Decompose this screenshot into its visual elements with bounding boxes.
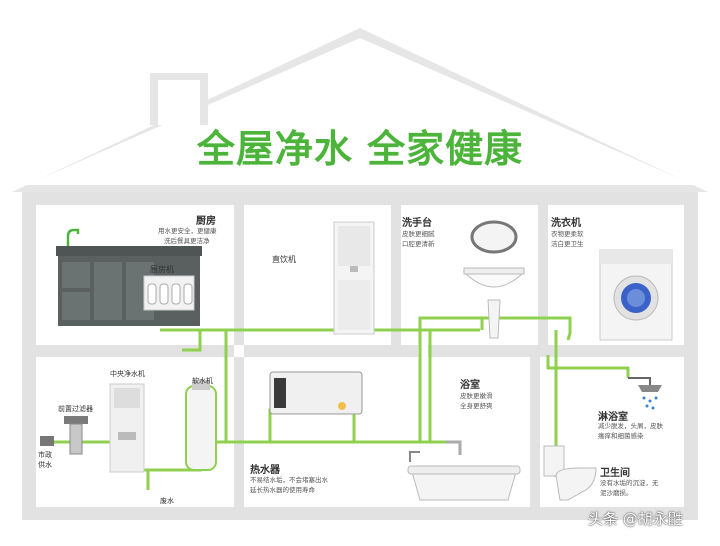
laundry-title: 洗衣机 xyxy=(551,218,581,229)
central-purifier-label: 中央净水机 xyxy=(110,370,145,378)
bath-desc-2: 全身更舒爽 xyxy=(460,402,493,410)
kitchen-cabinet xyxy=(56,228,202,326)
central-purifier-unit xyxy=(109,383,145,473)
laundry-desc-1: 衣物更柔软 xyxy=(551,230,584,238)
kitchen-purifier-label: 厨房机 xyxy=(150,265,174,274)
watermark: 头条 @胡永鼪 xyxy=(588,510,683,528)
heater-desc-2: 延长热水器的使用寿命 xyxy=(250,486,315,494)
toilet-desc-1: 没有水垢的沉淀，无 xyxy=(600,479,659,487)
kitchen-purifier-unit xyxy=(143,275,195,311)
heater-title: 热水器 xyxy=(250,465,280,476)
toilet xyxy=(543,445,597,501)
kitchen-title: 厨房 xyxy=(196,216,216,227)
toilet-title: 卫生间 xyxy=(600,468,630,479)
toilet-desc-2: 泥沙磨损。 xyxy=(600,489,633,497)
sink-title: 洗手台 xyxy=(402,218,432,229)
prefilter-label: 前置过滤器 xyxy=(58,405,93,413)
sink-desc-2: 口腔更清新 xyxy=(402,240,435,248)
shower-desc-1: 减少脱发，头屑，皮肤 xyxy=(598,422,663,430)
waste-water-label: 废水 xyxy=(160,497,174,505)
heater-desc-1: 不易结水垢，不会堵塞出水 xyxy=(250,476,328,484)
roof xyxy=(12,28,708,192)
drinking-machine-unit xyxy=(333,221,375,335)
prefilter-unit xyxy=(40,416,88,455)
softener-unit xyxy=(185,380,217,471)
bathtub xyxy=(407,440,521,501)
municipal-supply-label: 市政供水 xyxy=(38,451,52,469)
laundry-desc-2: 洁白更卫生 xyxy=(551,240,584,248)
softener-label: 软水机 xyxy=(192,377,213,385)
kitchen-desc-1: 用水更安全，更健康 xyxy=(158,227,217,235)
water-heater xyxy=(269,371,363,415)
bath-title: 浴室 xyxy=(460,380,480,391)
bath-desc-1: 皮肤更嫩滑 xyxy=(460,392,493,400)
headline: 全屋净水 全家健康 xyxy=(196,127,524,171)
shower-head xyxy=(628,377,662,410)
washing-machine xyxy=(599,249,673,341)
drinking-machine-label: 直饮机 xyxy=(272,255,296,264)
shower-desc-2: 瘙痒和细菌感染 xyxy=(598,432,644,440)
wash-basin xyxy=(462,220,526,339)
sink-desc-1: 皮肤更细腻 xyxy=(402,230,435,238)
shower-title: 淋浴室 xyxy=(598,412,628,423)
kitchen-desc-2: 洗后餐具更洁净 xyxy=(164,237,210,245)
